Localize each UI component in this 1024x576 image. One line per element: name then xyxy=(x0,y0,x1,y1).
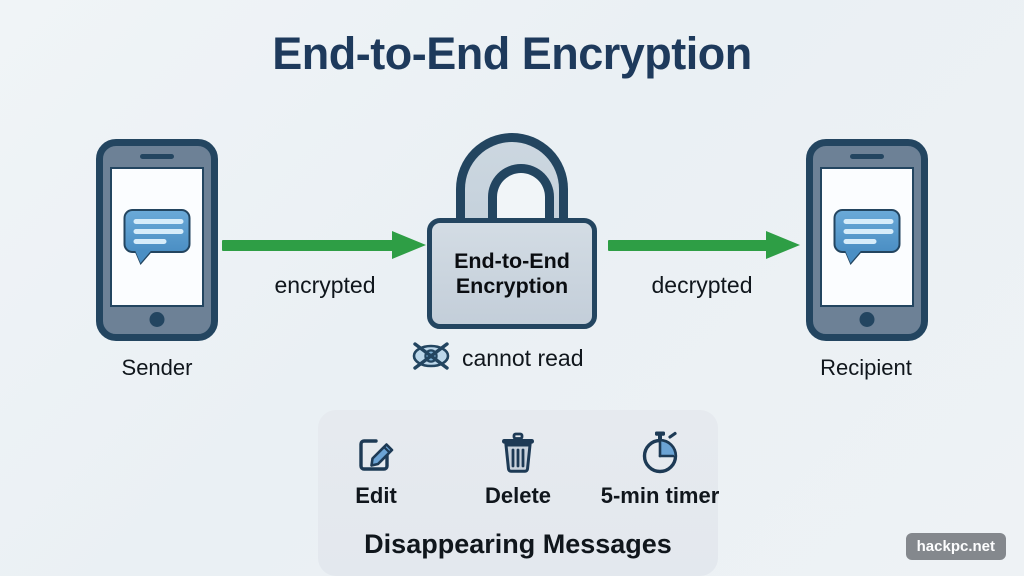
arrow-head xyxy=(766,231,800,259)
phone-screen xyxy=(820,167,914,307)
feature-timer-label: 5-min timer xyxy=(600,483,720,508)
padlock-body: End-to-End Encryption xyxy=(427,218,597,329)
disappearing-messages-heading: Disappearing Messages xyxy=(364,529,672,559)
cannot-read-note: cannot read xyxy=(409,341,583,376)
feature-timer[interactable]: 5-min timer xyxy=(601,428,719,509)
phone-home-button-icon xyxy=(149,312,165,327)
speech-bubble-icon xyxy=(123,209,191,253)
cannot-read-label: cannot read xyxy=(462,345,584,371)
padlock-text-line-2: Encryption xyxy=(455,273,569,298)
sender-label: Sender xyxy=(121,355,193,380)
recipient-phone-icon xyxy=(806,139,928,341)
arrow-head xyxy=(392,231,426,259)
arrow-shaft xyxy=(222,240,394,251)
bubble-line xyxy=(843,229,894,234)
bubble-line xyxy=(133,219,184,224)
feature-edit[interactable]: Edit xyxy=(326,428,426,509)
phone-home-button-icon xyxy=(859,312,875,327)
stopwatch-icon xyxy=(637,428,683,476)
recipient-label: Recipient xyxy=(820,355,912,380)
feature-delete-label: Delete xyxy=(484,483,552,508)
sender-phone-icon xyxy=(96,139,218,341)
phone-screen xyxy=(110,167,204,307)
feature-list: Edit Delete xyxy=(318,428,719,509)
padlock-icon: End-to-End Encryption xyxy=(427,133,597,329)
pencil-square-icon xyxy=(353,428,399,476)
bubble-line xyxy=(133,229,184,234)
arrow-shaft xyxy=(608,240,768,251)
watermark-badge: hackpc.net xyxy=(905,533,1006,560)
phone-speaker-icon xyxy=(850,154,884,159)
arrow-label-decrypted: decrypted xyxy=(651,272,753,298)
page-title: End-to-End Encryption xyxy=(272,28,752,79)
feature-delete[interactable]: Delete xyxy=(468,428,568,509)
feature-edit-label: Edit xyxy=(355,483,397,508)
disappearing-messages-card: Edit Delete xyxy=(318,410,719,576)
trash-can-icon xyxy=(495,428,541,476)
bubble-line xyxy=(133,239,167,244)
arrow-encrypted-icon xyxy=(222,231,427,259)
bubble-line xyxy=(843,239,877,244)
arrow-decrypted-icon xyxy=(608,231,801,259)
phone-speaker-icon xyxy=(140,154,174,159)
eye-crossed-out-icon xyxy=(409,341,453,376)
arrow-label-encrypted: encrypted xyxy=(274,272,376,298)
bubble-line xyxy=(843,219,894,224)
padlock-text-line-1: End-to-End xyxy=(454,249,570,274)
speech-bubble-icon xyxy=(833,209,901,253)
